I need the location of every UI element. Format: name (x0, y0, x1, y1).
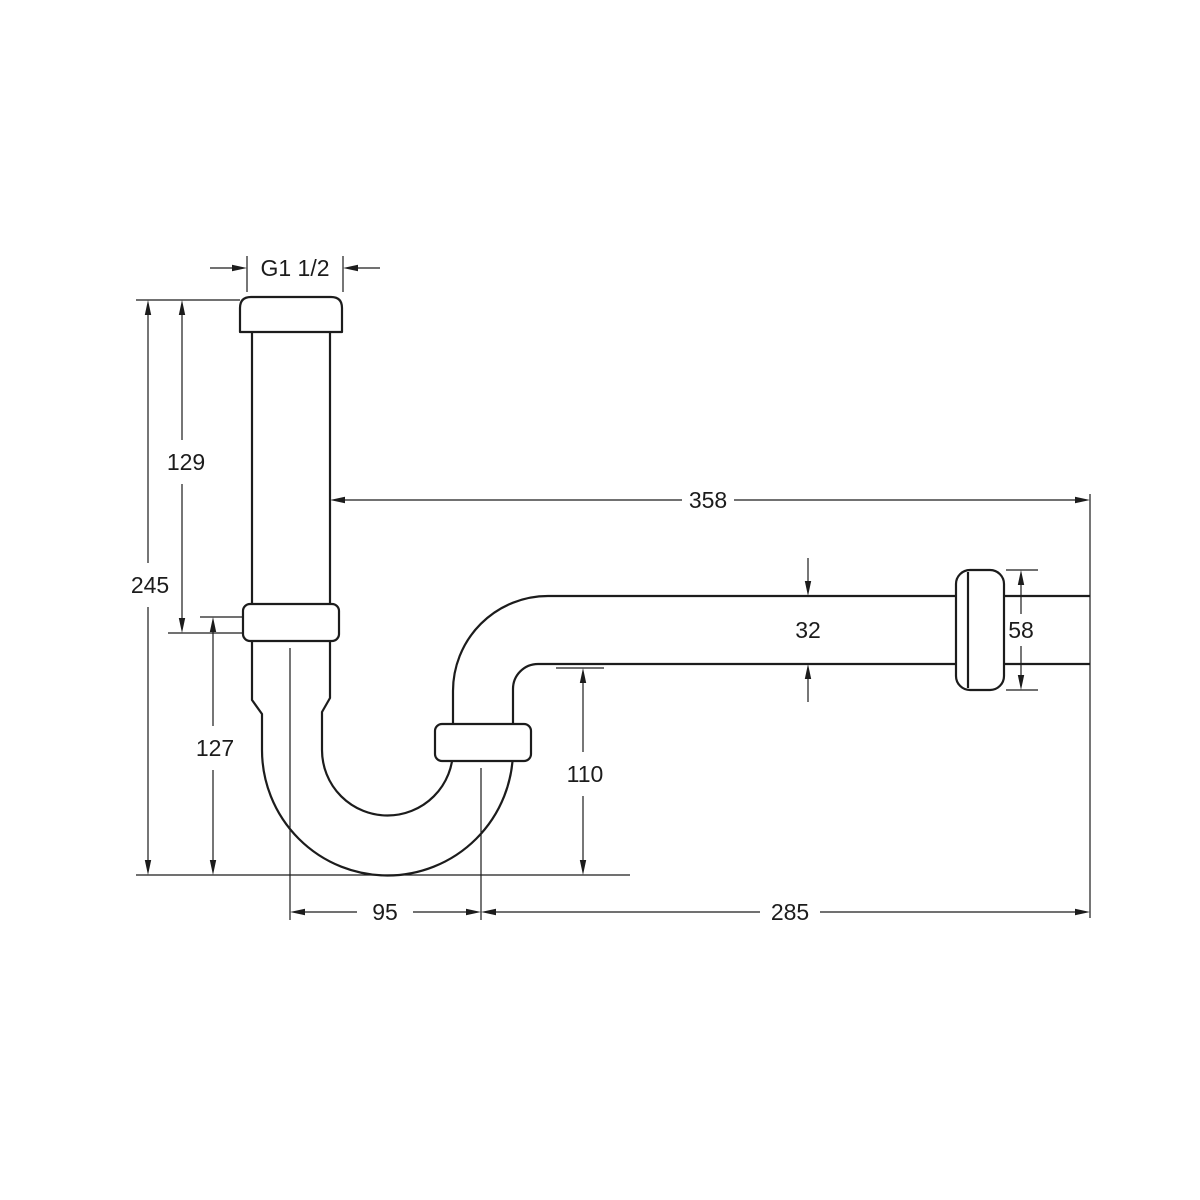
inlet-flange (238, 295, 344, 334)
dim-thread-arrow-right (343, 264, 358, 272)
dim-58-label: 58 (1008, 617, 1034, 643)
dim-129-arrow-bottom (178, 618, 186, 633)
dim-127-arrow-bottom (209, 860, 217, 875)
dim-129-label: 129 (167, 449, 205, 475)
pipe-outline (238, 295, 1090, 877)
dim-285-label: 285 (771, 899, 809, 925)
dim-total-width: 358 (330, 487, 1090, 513)
dim-110-label: 110 (567, 761, 604, 787)
dim-trap-width: 95 (290, 899, 481, 925)
dim-thread-label: G1 1/2 (260, 255, 329, 281)
dim-total-height: 245 (131, 300, 169, 875)
inlet-nut (241, 602, 341, 643)
dim-flange-diameter: 58 (1008, 570, 1034, 690)
dim-110-arrow-top (579, 668, 587, 683)
trap-nut (433, 722, 533, 763)
trap-inner-contour (320, 594, 1090, 817)
dim-thread-arrow-left (232, 264, 247, 272)
dim-inlet-length: 129 (167, 300, 205, 633)
dim-129-arrow-top (178, 300, 186, 315)
dim-95-arrow-left (290, 908, 305, 916)
wall-flange (954, 568, 1006, 692)
dim-285-arrow-right (1075, 908, 1090, 916)
trap-outer-contour (250, 641, 1090, 877)
dim-32-label: 32 (795, 617, 821, 643)
dim-285-arrow-left (481, 908, 496, 916)
dim-32-arrow-top (804, 581, 812, 596)
dim-trap-depth: 127 (196, 617, 234, 875)
dim-58-arrow-top (1017, 570, 1025, 585)
dim-358-arrow-left (330, 496, 345, 504)
dim-127-arrow-top (209, 617, 217, 632)
dim-32-arrow-bottom (804, 664, 812, 679)
extension-lines (136, 256, 1091, 920)
dim-110-arrow-bottom (579, 860, 587, 875)
dim-95-label: 95 (372, 899, 398, 925)
dim-127-label: 127 (196, 735, 234, 761)
dim-358-label: 358 (689, 487, 727, 513)
dim-358-arrow-right (1075, 496, 1090, 504)
dim-pipe-diameter: 32 (795, 558, 821, 702)
dim-outlet-clearance: 110 (567, 668, 604, 875)
dim-thread: G1 1/2 (210, 255, 380, 281)
dim-outlet-length: 285 (481, 899, 1090, 925)
dim-245-label: 245 (131, 572, 169, 598)
dim-58-arrow-bottom (1017, 675, 1025, 690)
dim-95-arrow-right (466, 908, 481, 916)
dim-245-arrow-top (144, 300, 152, 315)
dim-245-arrow-bottom (144, 860, 152, 875)
